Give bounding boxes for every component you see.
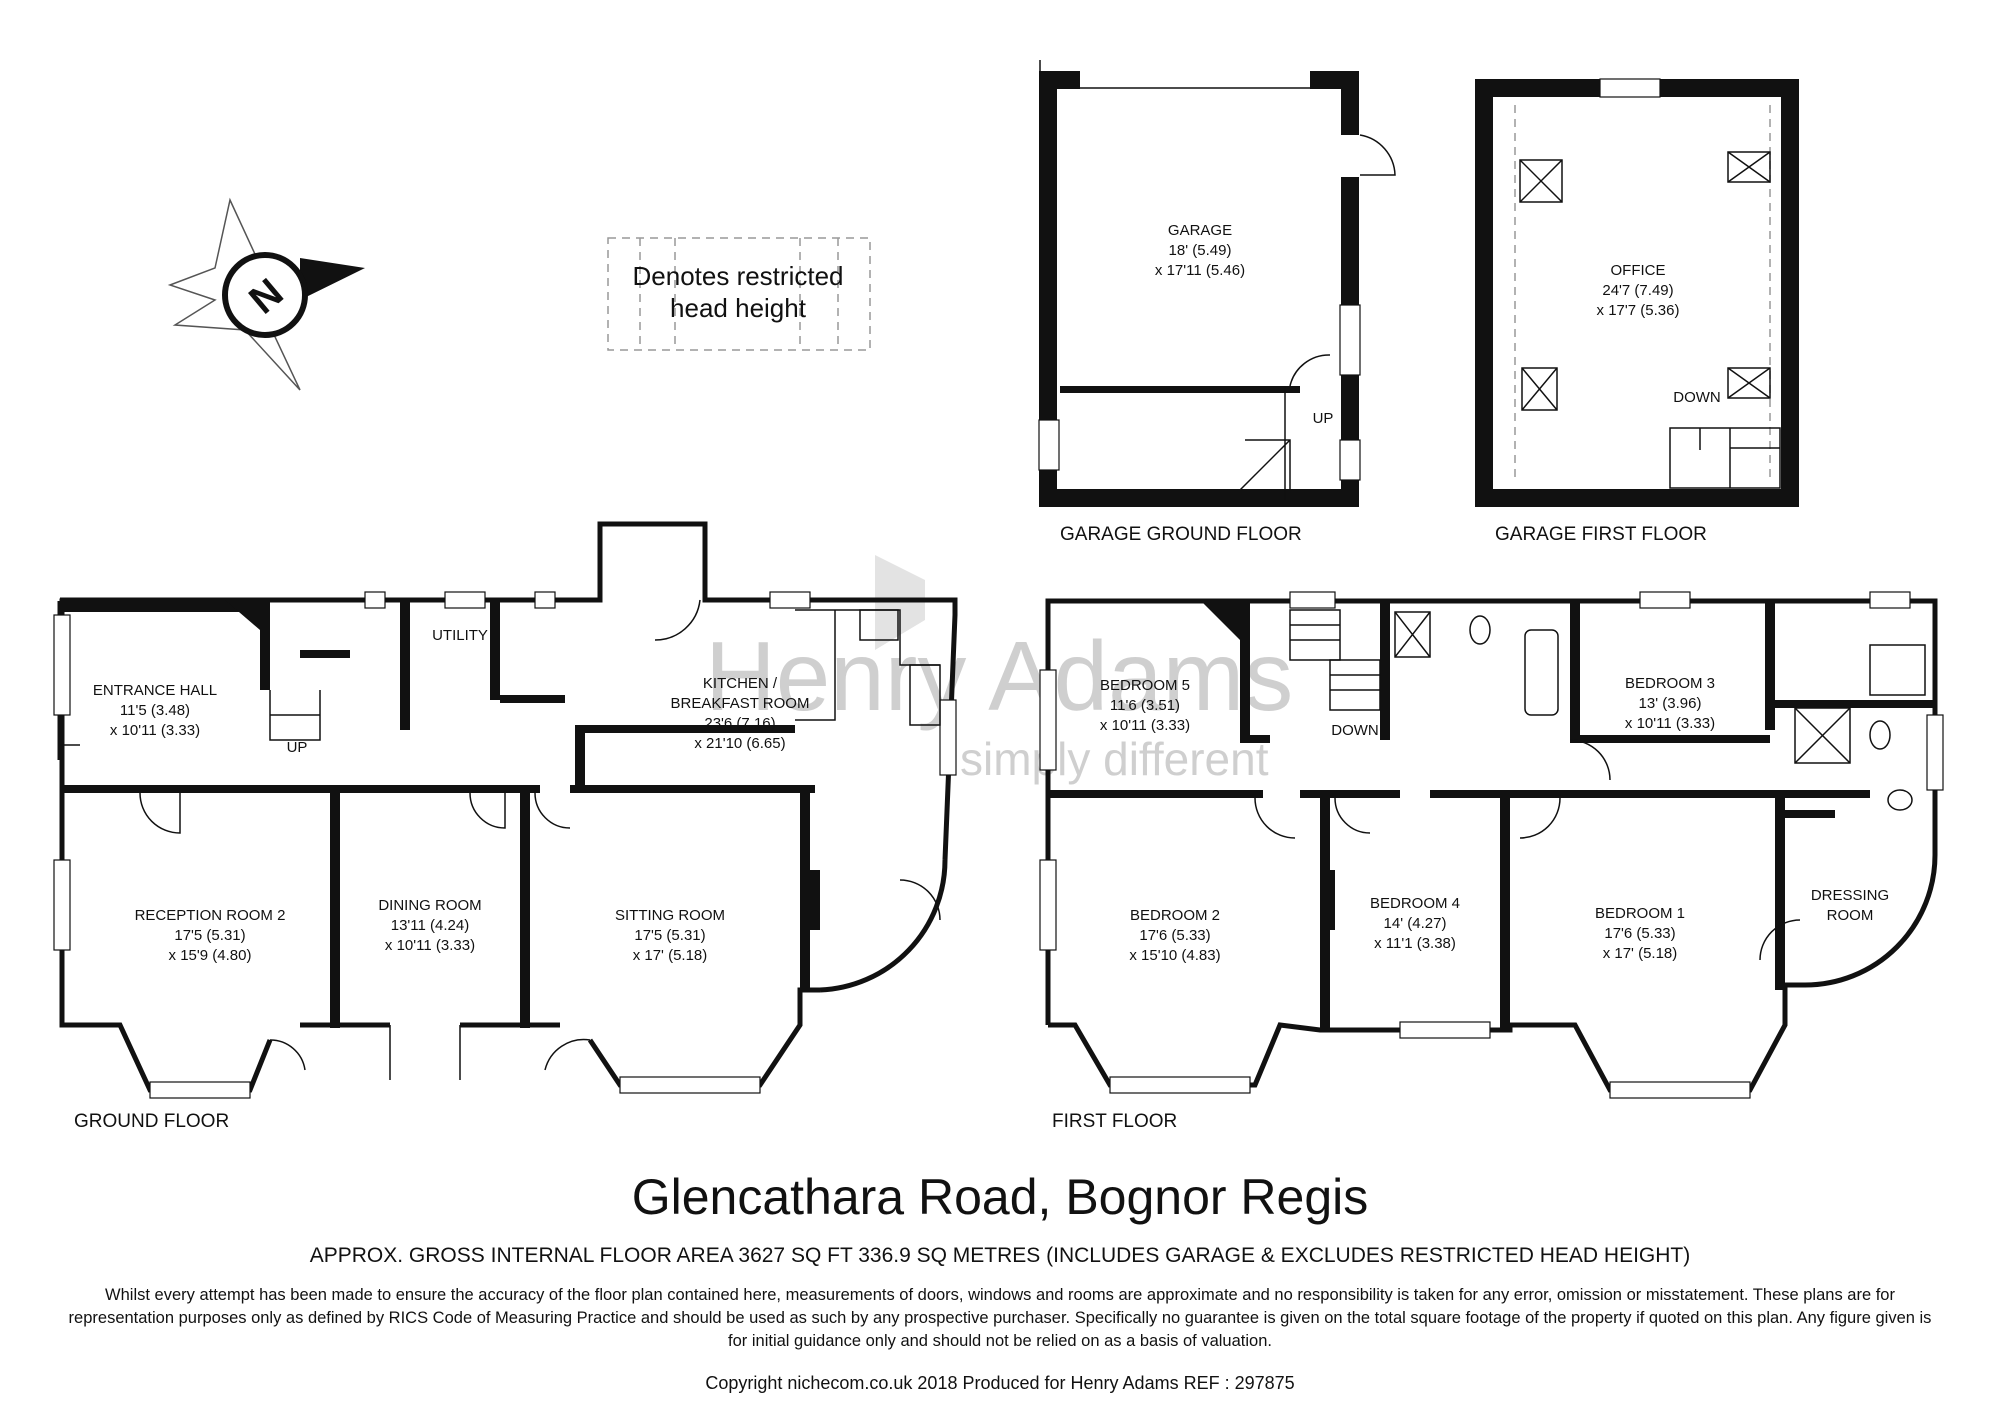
svg-text:UTILITY: UTILITY xyxy=(432,627,488,644)
room-kitchen: KITCHEN / BREAKFAST ROOM 23'6 (7.16) x 2… xyxy=(671,675,810,752)
room-bedroom-4: BEDROOM 4 14' (4.27) x 11'1 (3.38) xyxy=(1370,895,1460,952)
room-reception-2: RECEPTION ROOM 2 17'5 (5.31) x 15'9 (4.8… xyxy=(135,907,286,964)
svg-text:BEDROOM 2: BEDROOM 2 xyxy=(1130,907,1220,924)
garage-ground-floor-plan xyxy=(1038,60,1396,507)
svg-text:17'5 (5.31): 17'5 (5.31) xyxy=(634,927,705,944)
room-bedroom-1: BEDROOM 1 17'6 (5.33) x 17' (5.18) xyxy=(1595,905,1685,962)
room-garage: GARAGE 18' (5.49) x 17'11 (5.46) xyxy=(1155,222,1245,279)
svg-text:x 17' (5.18): x 17' (5.18) xyxy=(1603,945,1678,962)
svg-text:24'7 (7.49): 24'7 (7.49) xyxy=(1602,282,1673,299)
legend-line-2: head height xyxy=(670,293,806,323)
svg-text:ENTRANCE HALL: ENTRANCE HALL xyxy=(93,682,217,699)
floor-label-garage-first: GARAGE FIRST FLOOR xyxy=(1495,524,1707,545)
svg-text:x 10'11 (3.33): x 10'11 (3.33) xyxy=(1100,717,1190,734)
first-floor-plan xyxy=(1039,591,1944,1099)
svg-text:RECEPTION ROOM 2: RECEPTION ROOM 2 xyxy=(135,907,286,924)
svg-text:SITTING ROOM: SITTING ROOM xyxy=(615,907,725,924)
disclaimer-text: Whilst every attempt has been made to en… xyxy=(68,1286,1932,1350)
floor-label-ground: GROUND FLOOR xyxy=(74,1111,229,1132)
ground-floor-plan xyxy=(53,521,958,1099)
svg-text:x 21'10 (6.65): x 21'10 (6.65) xyxy=(694,735,785,752)
floor-label-first: FIRST FLOOR xyxy=(1052,1111,1177,1132)
room-bedroom-5: BEDROOM 5 11'6 (3.51) x 10'11 (3.33) xyxy=(1100,677,1190,734)
svg-text:x 15'9 (4.80): x 15'9 (4.80) xyxy=(169,947,252,964)
svg-text:BEDROOM 1: BEDROOM 1 xyxy=(1595,905,1685,922)
copyright-line: Copyright nichecom.co.uk 2018 Produced f… xyxy=(705,1373,1295,1393)
svg-text:BEDROOM 4: BEDROOM 4 xyxy=(1370,895,1460,912)
svg-text:x 10'11 (3.33): x 10'11 (3.33) xyxy=(385,937,475,954)
room-utility: UTILITY xyxy=(432,627,488,644)
svg-text:x 10'11 (3.33): x 10'11 (3.33) xyxy=(110,722,200,739)
svg-text:x 10'11 (3.33): x 10'11 (3.33) xyxy=(1625,715,1715,732)
svg-text:x 15'10 (4.83): x 15'10 (4.83) xyxy=(1129,947,1220,964)
legend-line-1: Denotes restricted xyxy=(632,261,844,291)
stair-up-ground: UP xyxy=(287,739,308,756)
room-entrance-hall: ENTRANCE HALL 11'5 (3.48) x 10'11 (3.33) xyxy=(93,682,217,739)
svg-text:x 17' (5.18): x 17' (5.18) xyxy=(633,947,708,964)
svg-text:DINING ROOM: DINING ROOM xyxy=(378,897,481,914)
svg-text:18' (5.49): 18' (5.49) xyxy=(1169,242,1232,259)
page-title: Glencathara Road, Bognor Regis xyxy=(631,1169,1369,1225)
room-office: OFFICE 24'7 (7.49) x 17'7 (5.36) xyxy=(1597,262,1680,319)
svg-text:x 17'11 (5.46): x 17'11 (5.46) xyxy=(1155,262,1245,279)
svg-text:OFFICE: OFFICE xyxy=(1611,262,1666,279)
room-dining: DINING ROOM 13'11 (4.24) x 10'11 (3.33) xyxy=(378,897,481,954)
svg-text:GARAGE: GARAGE xyxy=(1168,222,1232,239)
floor-area-summary: APPROX. GROSS INTERNAL FLOOR AREA 3627 S… xyxy=(309,1244,1691,1267)
svg-text:BEDROOM 3: BEDROOM 3 xyxy=(1625,675,1715,692)
compass-icon: N xyxy=(167,197,365,391)
legend-text: Denotes restricted head height xyxy=(598,260,878,324)
stair-up-garage: UP xyxy=(1313,410,1334,427)
svg-text:DRESSING: DRESSING xyxy=(1811,887,1889,904)
svg-text:x 17'7 (5.36): x 17'7 (5.36) xyxy=(1597,302,1680,319)
svg-text:13'11 (4.24): 13'11 (4.24) xyxy=(391,917,469,934)
watermark-tagline: simply different xyxy=(960,733,1269,785)
svg-text:ROOM: ROOM xyxy=(1827,907,1874,924)
svg-text:13' (3.96): 13' (3.96) xyxy=(1639,695,1702,712)
legend xyxy=(607,237,871,351)
garage-first-floor-plan xyxy=(1475,78,1799,507)
floor-label-garage-ground: GARAGE GROUND FLOOR xyxy=(1060,524,1302,545)
room-bedroom-2: BEDROOM 2 17'6 (5.33) x 15'10 (4.83) xyxy=(1129,907,1220,964)
svg-text:17'6 (5.33): 17'6 (5.33) xyxy=(1139,927,1210,944)
room-bedroom-3: BEDROOM 3 13' (3.96) x 10'11 (3.33) xyxy=(1625,675,1715,732)
svg-text:17'6 (5.33): 17'6 (5.33) xyxy=(1604,925,1675,942)
stair-down-first: DOWN xyxy=(1331,722,1379,739)
watermark: Henry Adams simply different xyxy=(705,555,1293,785)
stair-down-office: DOWN xyxy=(1673,389,1721,406)
svg-text:23'6 (7.16): 23'6 (7.16) xyxy=(704,715,775,732)
svg-text:11'6 (3.51): 11'6 (3.51) xyxy=(1110,697,1180,714)
room-sitting: SITTING ROOM 17'5 (5.31) x 17' (5.18) xyxy=(615,907,725,964)
svg-text:14' (4.27): 14' (4.27) xyxy=(1384,915,1447,932)
svg-text:x 11'1 (3.38): x 11'1 (3.38) xyxy=(1374,935,1456,952)
svg-text:BEDROOM 5: BEDROOM 5 xyxy=(1100,677,1190,694)
svg-text:17'5 (5.31): 17'5 (5.31) xyxy=(174,927,245,944)
svg-text:BREAKFAST ROOM: BREAKFAST ROOM xyxy=(671,695,810,712)
room-dressing: DRESSING ROOM xyxy=(1811,887,1889,924)
watermark-brand: Henry Adams xyxy=(705,621,1293,731)
svg-text:11'5 (3.48): 11'5 (3.48) xyxy=(120,702,190,719)
svg-text:KITCHEN /: KITCHEN / xyxy=(703,675,778,692)
